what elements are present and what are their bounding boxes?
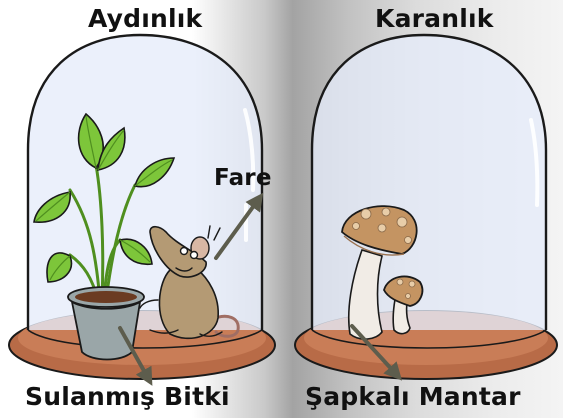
plant-pot — [72, 302, 140, 360]
title-dark: Karanlık — [375, 4, 494, 33]
title-light: Aydınlık — [88, 4, 202, 33]
label-plant: Sulanmış Bitki — [25, 382, 230, 411]
dark-jar-dome — [312, 35, 546, 330]
dark-jar — [295, 35, 557, 379]
label-mouse: Fare — [214, 165, 272, 191]
label-mushroom: Şapkalı Mantar — [305, 382, 521, 411]
